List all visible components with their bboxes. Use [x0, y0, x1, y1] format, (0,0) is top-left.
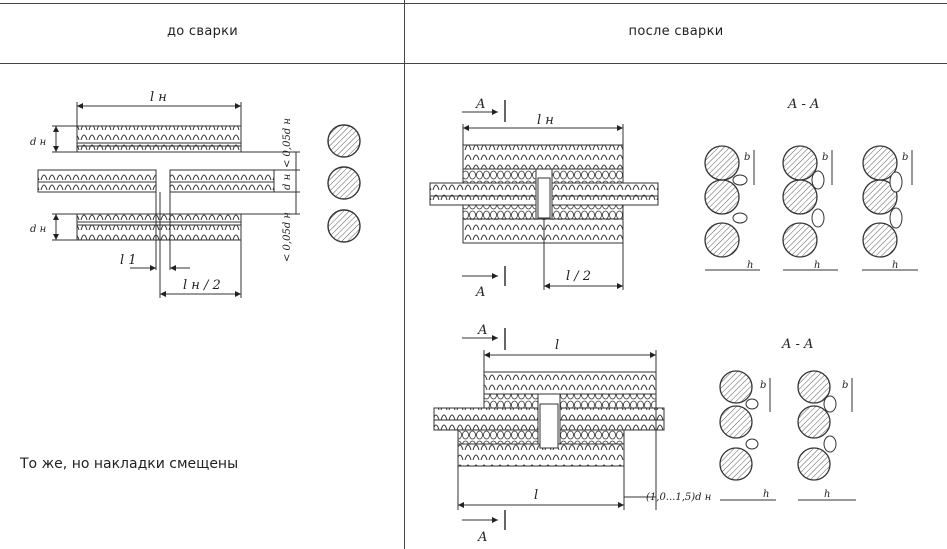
dim-label-gap-top: < 0,05d н: [282, 118, 293, 168]
label-b-3: b: [902, 152, 908, 163]
dim-label-d-top: d н: [30, 137, 46, 148]
dim-label-half-length: l н / 2: [183, 278, 221, 293]
figure-after-welding-offset: A l l (1,0...1,5)d н A A: [433, 323, 856, 545]
header-after-welding: после сварки: [628, 23, 724, 39]
table-top-rule: [0, 3, 947, 4]
figure-before-welding: l н l н / 2 l 1 d н d н < 0,05d н d н < …: [30, 90, 361, 298]
section-title-2: A - A: [781, 337, 813, 352]
dim-label-half-2: l / 2: [566, 269, 591, 284]
section-stack-2: b h: [782, 145, 838, 271]
dim-label-offset: (1,0...1,5)d н: [646, 492, 711, 503]
label-h-2: h: [814, 260, 820, 271]
table-column-divider: [404, 0, 405, 549]
label-b-1: b: [744, 152, 750, 163]
main-bar-left: [37, 169, 157, 193]
bottom-overlay-bar: [76, 213, 242, 241]
dim-label-length-top: l: [555, 338, 559, 353]
section-stack-3: b h: [862, 145, 918, 271]
dim-label-l1: l 1: [120, 253, 137, 268]
label-h-3: h: [892, 260, 898, 271]
section-mark-bottom-2: A: [477, 530, 487, 545]
section-mark-bottom: A: [475, 285, 485, 300]
dim-label-length-bottom: l: [534, 488, 538, 503]
cross-section-circles: [327, 124, 361, 243]
dim-label-gap-bottom: < 0,05d н: [282, 212, 293, 262]
section-stack-1: b h: [704, 145, 760, 271]
figure-after-welding-symmetric: A l н l / 2 A A - A: [429, 97, 918, 300]
table-header-rule: [0, 63, 947, 64]
label-h-4: h: [763, 489, 769, 500]
label-b-5: b: [842, 380, 848, 391]
top-overlay-bar: [76, 125, 242, 153]
main-bar-right: [169, 169, 275, 193]
dim-label-length-2: l н: [537, 113, 554, 128]
dim-label-length: l н: [150, 90, 167, 105]
dim-label-d-bottom: d н: [30, 224, 46, 235]
header-before-welding: до сварки: [166, 23, 239, 39]
dim-label-d-mid: d н: [282, 174, 293, 190]
label-b-4: b: [760, 380, 766, 391]
section-mark-top-2: A: [477, 323, 487, 338]
section-title: A - A: [787, 97, 819, 112]
section-stack-5: b h: [797, 370, 856, 501]
label-h-1: h: [747, 260, 753, 271]
section-stack-4: b h: [719, 370, 776, 501]
label-h-5: h: [824, 489, 830, 500]
section-mark-top: A: [475, 97, 485, 112]
offset-overlays-note: То же, но накладки смещены: [20, 456, 239, 472]
label-b-2: b: [822, 152, 828, 163]
